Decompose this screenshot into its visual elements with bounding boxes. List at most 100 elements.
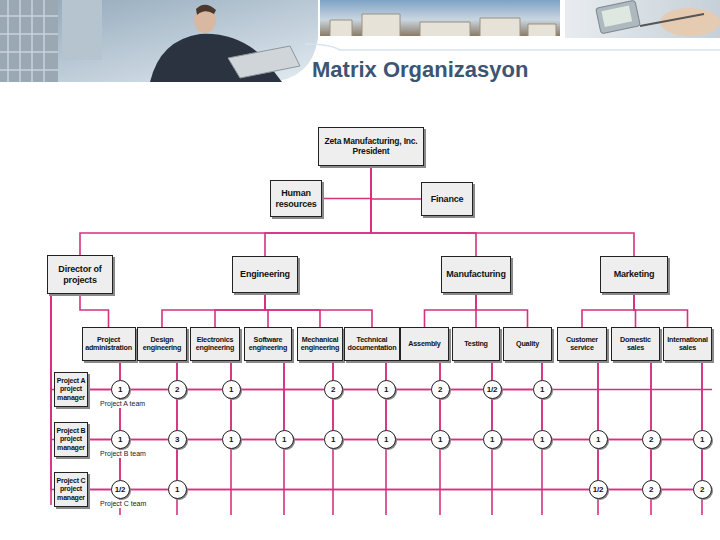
connector-line — [265, 293, 372, 327]
node-text: 1 — [693, 435, 712, 444]
node-text: Project B project manager — [56, 427, 86, 451]
team-label: Project C team — [99, 500, 147, 508]
photo-background — [0, 0, 318, 82]
node-text: Technical documentation — [346, 336, 398, 353]
allocation-circle: 1 — [222, 430, 241, 449]
node-text: 1 — [275, 435, 294, 444]
circle-shape — [642, 481, 660, 499]
node-text: Project administration — [84, 336, 134, 353]
person-hair — [196, 5, 216, 15]
circle-shape — [589, 481, 607, 499]
department-box: Quality — [503, 327, 552, 361]
circle-shape — [483, 431, 501, 449]
connector-line — [230, 361, 232, 380]
connector-line — [215, 293, 265, 327]
node-text: 1 — [431, 435, 450, 444]
connector-line — [187, 389, 222, 391]
allocation-circle: 2 — [642, 480, 661, 499]
campus-buildings — [330, 14, 556, 36]
node-text: Zeta Manufacturing, Inc. President — [320, 137, 422, 157]
connector-line — [541, 361, 543, 380]
org-box: Human resources — [270, 180, 322, 217]
connector-line — [187, 489, 589, 491]
connector-line — [385, 399, 387, 430]
node-text: 1 — [533, 385, 552, 394]
node-text: Project C project manager — [56, 477, 86, 501]
allocation-circle: 1 — [222, 380, 241, 399]
connector-line — [176, 361, 178, 380]
circle-shape — [168, 481, 186, 499]
connector-line — [608, 489, 642, 491]
connector-line — [597, 361, 599, 430]
allocation-circle: 1 — [693, 430, 712, 449]
connector-line — [88, 439, 111, 441]
connector-line — [450, 389, 483, 391]
node-text: Finance — [423, 194, 471, 204]
connector-line — [502, 389, 533, 391]
allocation-circle: 1 — [275, 430, 294, 449]
node-text: 1/2 — [111, 485, 130, 494]
allocation-circle: 3 — [168, 430, 187, 449]
node-text: 1 — [377, 385, 396, 394]
department-box: Testing — [452, 327, 500, 361]
circle-shape — [168, 431, 186, 449]
connector-line — [176, 449, 178, 480]
department-box: Project administration — [82, 327, 136, 361]
allocation-circle: 1/2 — [483, 380, 502, 399]
building-windows — [0, 0, 58, 82]
allocation-circle: 1 — [533, 380, 552, 399]
connector-line — [450, 439, 483, 441]
circle-shape — [324, 381, 342, 399]
allocation-circle: 2 — [324, 380, 343, 399]
department-box: Customer service — [557, 327, 607, 361]
connector-line — [541, 399, 543, 430]
node-text: Design engineering — [139, 336, 185, 353]
connector-line — [230, 399, 232, 430]
connector-line — [80, 294, 109, 327]
circle-shape — [533, 431, 551, 449]
header-rule — [305, 44, 720, 50]
connector-line — [130, 489, 168, 491]
node-text: 1 — [589, 435, 608, 444]
connector-line — [661, 489, 693, 491]
circle-shape — [431, 431, 449, 449]
campus-photo — [320, 0, 560, 36]
matrix-grid — [51, 294, 712, 515]
node-text: 1/2 — [589, 485, 608, 494]
node-text: Director of projects — [49, 264, 111, 285]
node-text: International sales — [665, 336, 710, 353]
department-box: Electronics engineering — [190, 327, 240, 361]
circle-shape — [222, 381, 240, 399]
circle-shape — [589, 431, 607, 449]
connector-line — [661, 439, 693, 441]
circle-shape — [111, 431, 129, 449]
allocation-circle: 1 — [168, 480, 187, 499]
connector-line — [88, 489, 111, 491]
connector-line — [608, 439, 642, 441]
node-text: 1 — [111, 435, 130, 444]
node-text: 1 — [111, 385, 130, 394]
device-screen — [601, 5, 632, 26]
circle-shape — [222, 431, 240, 449]
circle-shape — [168, 381, 186, 399]
connector-line — [176, 399, 178, 430]
connector-line — [294, 439, 324, 441]
connector-line — [396, 389, 431, 391]
node-text: Quality — [505, 340, 550, 348]
node-text: Mechanical engineering — [299, 336, 341, 353]
allocation-circle: 1 — [483, 430, 502, 449]
page-title: Matrix Organizasyon — [312, 57, 528, 83]
circle-shape — [111, 481, 129, 499]
circle-shape — [377, 381, 395, 399]
connector-line — [552, 439, 589, 441]
allocation-circle: 2 — [642, 430, 661, 449]
connector-line — [343, 439, 377, 441]
team-label: Project B team — [99, 450, 147, 458]
circle-shape — [693, 431, 711, 449]
connector-line — [634, 293, 688, 327]
connector-line — [439, 399, 441, 430]
connector-line — [701, 361, 703, 430]
connector-line — [582, 293, 634, 327]
allocation-circle: 1/2 — [111, 480, 130, 499]
org-box: Director of projects — [47, 255, 113, 294]
